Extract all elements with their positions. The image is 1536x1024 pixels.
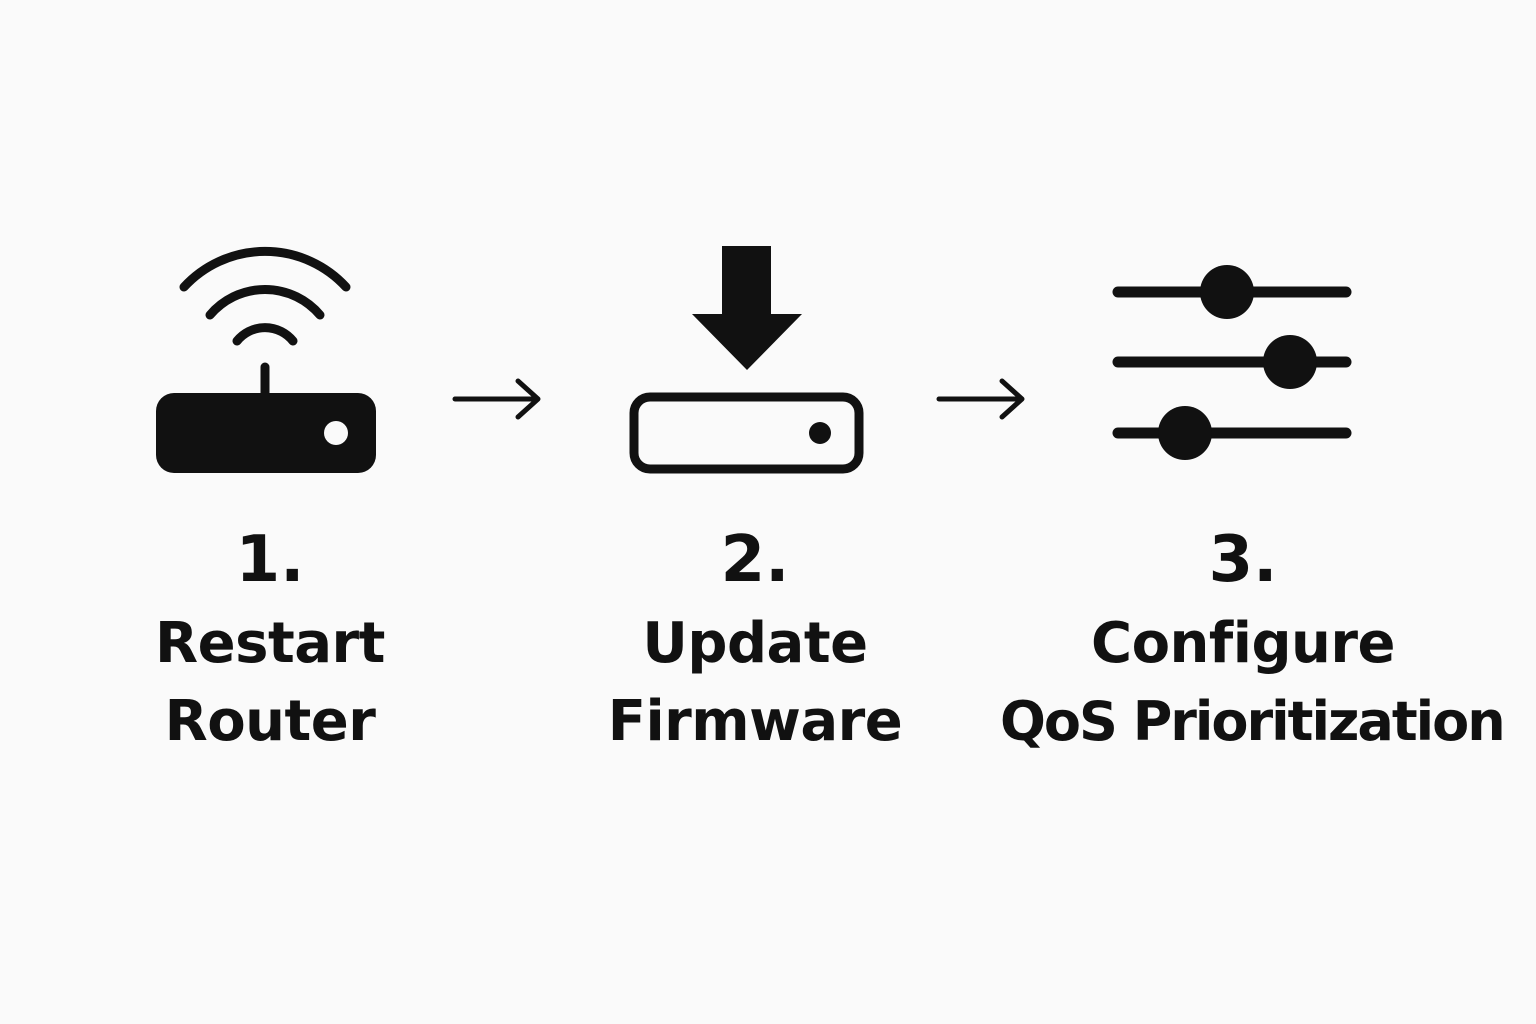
step-1-label: 1. Restart Router <box>120 528 420 768</box>
step-title-line: Restart <box>155 611 385 676</box>
sliders-icon <box>1112 265 1352 460</box>
step-2-label: 2. Update Firmware <box>595 528 915 768</box>
step-title-line: Configure <box>1090 611 1396 676</box>
step-3-label: 3. Configure QoS Prioritization <box>1000 523 1506 768</box>
arrow-right-icon <box>452 378 541 420</box>
step-title-line: QoS Prioritization <box>1000 690 1506 753</box>
step-title-line: Router <box>164 689 376 754</box>
step-number: 2. <box>720 523 790 597</box>
step-number: 1. <box>235 523 305 597</box>
firmware-download-icon <box>629 246 864 474</box>
step-number: 3. <box>1208 523 1278 597</box>
arrow-right-icon <box>936 378 1025 420</box>
router-wifi-icon <box>156 247 376 473</box>
step-title-line: Update <box>642 611 868 676</box>
step-title-line: Firmware <box>607 689 903 754</box>
